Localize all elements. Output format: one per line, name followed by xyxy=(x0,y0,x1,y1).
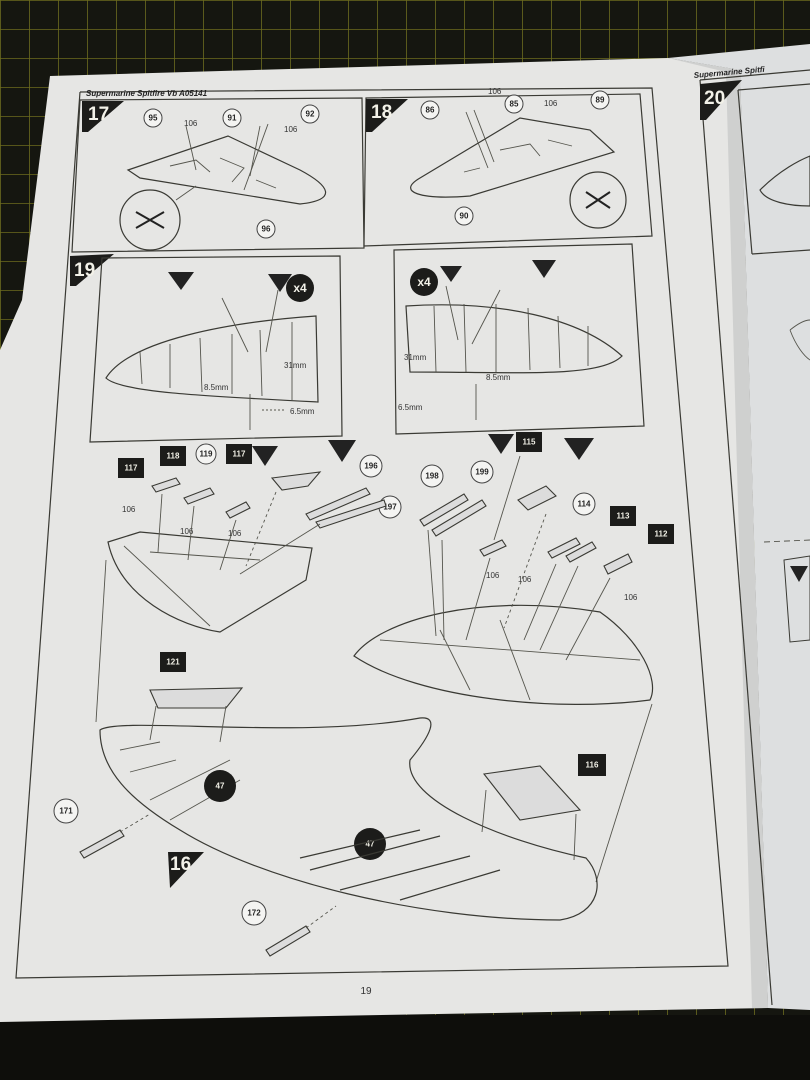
part-92-callout xyxy=(300,104,320,124)
x4-right-label: x4 xyxy=(417,275,431,289)
step-18-number: 18 xyxy=(371,102,392,123)
lower-wing-assembly: 121 116 47 47 171 172 16 xyxy=(53,652,606,957)
part-106-left-c: 106 xyxy=(228,529,242,538)
part-117-label: 117 xyxy=(125,464,138,473)
dim-31mm-left: 31mm xyxy=(284,361,307,370)
part-106-left-b: 106 xyxy=(180,527,194,536)
step-17-number: 17 xyxy=(88,104,109,125)
part-91-label: 91 xyxy=(228,114,237,123)
part-117b-label: 117 xyxy=(233,450,246,459)
part-197-label: 197 xyxy=(383,503,397,512)
page-number: 19 xyxy=(360,986,372,997)
dim-8-5mm-left: 8.5mm xyxy=(204,383,229,392)
step-19-number: 19 xyxy=(74,260,95,281)
dim-31mm-right: 31mm xyxy=(404,353,427,362)
part-115-label: 115 xyxy=(523,438,536,447)
part-47-label-a: 47 xyxy=(216,782,225,791)
part-119-label: 119 xyxy=(200,450,213,459)
part-86-label: 86 xyxy=(426,106,435,115)
part-96-label: 96 xyxy=(262,225,271,234)
part-199-label: 199 xyxy=(475,468,489,477)
step-20-number: 20 xyxy=(704,88,725,109)
part-106-right-c: 106 xyxy=(624,593,638,602)
part-198-label: 198 xyxy=(425,472,439,481)
part-121-label: 121 xyxy=(166,658,180,667)
part-196-label: 196 xyxy=(364,462,378,471)
dim-6-5mm-left: 6.5mm xyxy=(290,407,315,416)
dim-6-5mm-right: 6.5mm xyxy=(398,403,423,412)
right-wing-assembly: 198 199 115 114 113 112 106 106 106 xyxy=(353,432,674,883)
part-85-label: 85 xyxy=(510,100,519,109)
part-106-right-b: 106 xyxy=(518,575,532,584)
dim-8-5mm-right: 8.5mm xyxy=(486,373,511,382)
part-112-label: 112 xyxy=(655,530,668,539)
part-47-label-b: 47 xyxy=(366,840,375,849)
table-edge xyxy=(0,1015,810,1080)
part-95-label: 95 xyxy=(149,114,158,123)
part-114-label: 114 xyxy=(578,500,591,509)
part-118-label: 118 xyxy=(167,452,180,461)
page-header: Supermarine Spitfire Vb A05141 xyxy=(86,89,208,98)
part-172-label: 172 xyxy=(247,909,261,918)
part-85-callout xyxy=(504,94,524,114)
part-90-callout xyxy=(454,206,474,226)
part-96-callout xyxy=(256,219,276,239)
step-20-panel: 20 xyxy=(700,80,810,643)
step-16-number: 16 xyxy=(170,854,191,875)
step-18-panel: 18 86 85 106 106 89 90 xyxy=(363,87,653,247)
part-106-right-a: 106 xyxy=(486,571,500,580)
part-116-label: 116 xyxy=(586,761,599,770)
part-171-label: 171 xyxy=(59,807,73,816)
part-113-label: 113 xyxy=(617,512,630,521)
right-page xyxy=(668,44,810,1010)
part-106c-label: 106 xyxy=(488,87,502,96)
step-19-left-detail: x4 31mm 8.5mm 6.5mm xyxy=(89,255,343,443)
part-90-label: 90 xyxy=(460,212,469,221)
part-106d-label: 106 xyxy=(544,99,558,108)
part-89-label: 89 xyxy=(596,96,605,105)
left-wing-assembly: 117 118 119 117 196 197 106 106 106 xyxy=(95,440,402,723)
part-86-callout xyxy=(420,100,440,120)
part-95-callout xyxy=(143,108,163,128)
part-106-label: 106 xyxy=(184,119,198,128)
part-106b-label: 106 xyxy=(284,125,298,134)
part-89-callout xyxy=(590,90,610,110)
step-19-right-detail: x4 31mm 8.5mm 6.5mm xyxy=(393,243,645,435)
part-92-label: 92 xyxy=(306,110,315,119)
part-91-callout xyxy=(222,108,242,128)
part-106-left-a: 106 xyxy=(122,505,136,514)
instruction-page xyxy=(0,58,768,1022)
step-17-panel: 17 95 106 91 92 106 96 xyxy=(71,97,365,253)
x4-left-label: x4 xyxy=(293,281,307,295)
